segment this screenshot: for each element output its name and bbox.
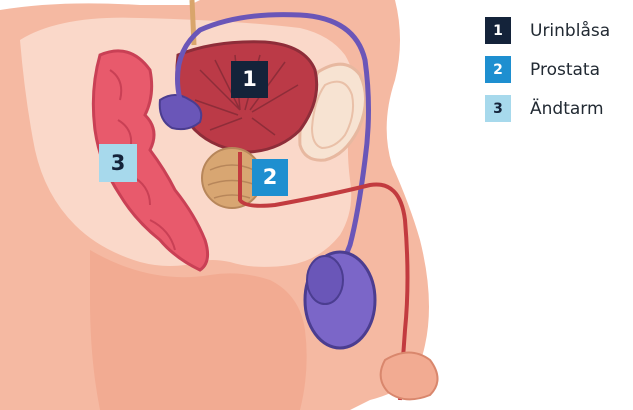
rectum-marker: 3 bbox=[99, 144, 137, 182]
epididymis bbox=[307, 256, 343, 304]
legend-item-bladder: 1 Urinblåsa bbox=[485, 17, 630, 44]
glans bbox=[381, 353, 438, 400]
legend-label: Prostata bbox=[530, 60, 600, 80]
legend-item-rectum: 3 Ändtarm bbox=[485, 95, 630, 122]
legend: 1 Urinblåsa 2 Prostata 3 Ändtarm bbox=[485, 17, 630, 134]
prostate-marker: 2 bbox=[252, 159, 288, 196]
bladder-marker: 1 bbox=[231, 61, 268, 98]
legend-badge: 3 bbox=[485, 95, 511, 122]
legend-item-prostate: 2 Prostata bbox=[485, 56, 630, 83]
legend-label: Ändtarm bbox=[530, 99, 604, 119]
legend-badge: 2 bbox=[485, 56, 511, 83]
legend-label: Urinblåsa bbox=[530, 21, 610, 41]
legend-badge: 1 bbox=[485, 17, 511, 44]
